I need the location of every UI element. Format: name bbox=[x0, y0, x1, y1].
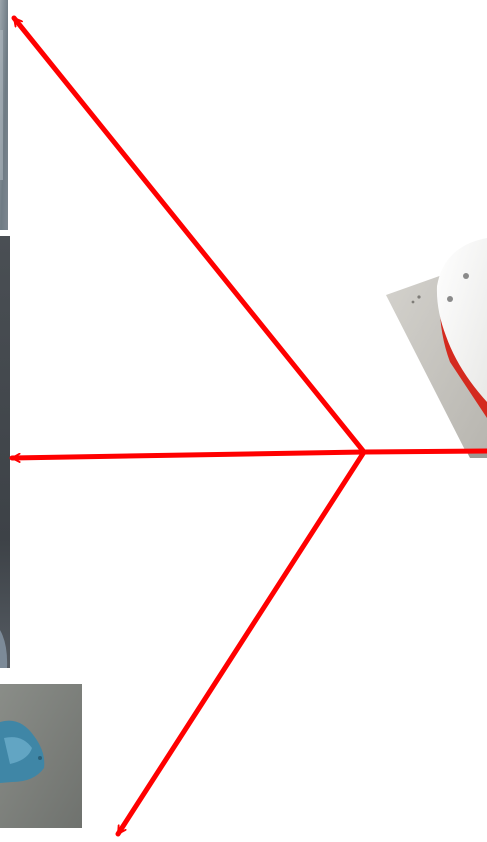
arrow-hub-icon bbox=[362, 450, 367, 455]
arrow-to-top-left bbox=[14, 18, 364, 452]
bottom-left-photo bbox=[0, 684, 82, 828]
device-plate-screw bbox=[417, 295, 420, 298]
top-left-photo bbox=[0, 0, 8, 230]
arrow-to-bottom-left bbox=[118, 452, 364, 834]
device-plate-screw-2 bbox=[412, 301, 415, 304]
middle-left-photo-background bbox=[0, 236, 10, 668]
device-disc-screw-2 bbox=[447, 296, 453, 302]
top-left-photo-highlight bbox=[0, 30, 3, 180]
bottom-left-photo-object-dot bbox=[38, 756, 42, 760]
arrow-to-device bbox=[364, 451, 487, 452]
arrow-to-middle-left bbox=[12, 452, 364, 458]
device-disc-screw-1 bbox=[463, 273, 469, 279]
arrow-group bbox=[12, 18, 487, 834]
middle-left-photo bbox=[0, 236, 10, 668]
robot-platform-device bbox=[386, 238, 487, 458]
